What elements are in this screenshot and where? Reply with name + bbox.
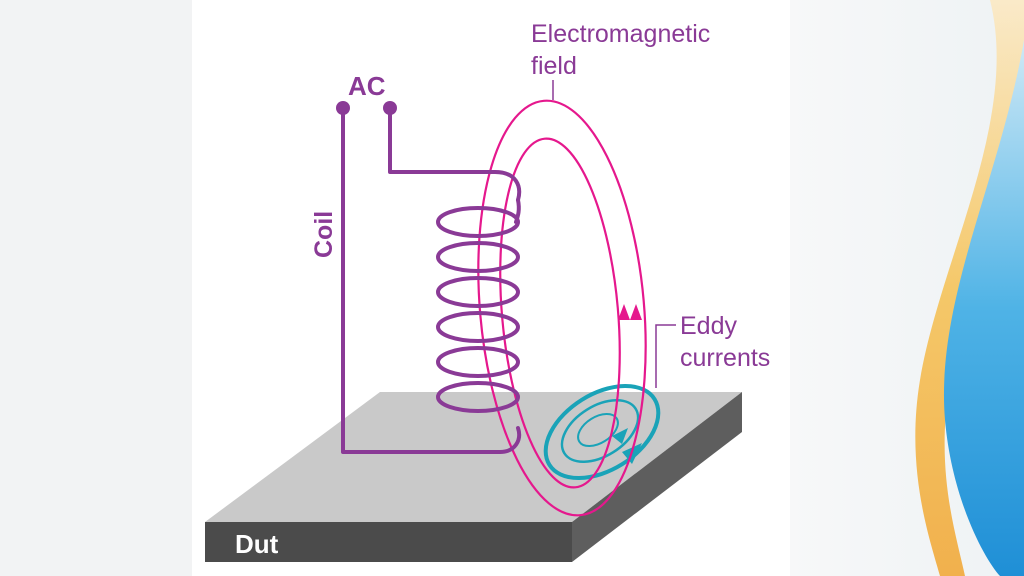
dut-plate-side (572, 392, 742, 562)
background-left (0, 0, 192, 576)
ac-terminal-right (383, 101, 397, 115)
eddy-label-line1: Eddy (680, 312, 737, 340)
coil-wire-left (341, 108, 521, 454)
field-loop-inner (499, 137, 621, 489)
eddy-label-line2: currents (680, 344, 770, 372)
field-arrow-1 (618, 304, 630, 320)
coil-winding-6 (436, 381, 520, 413)
coil-winding-4 (436, 311, 520, 343)
eddy-loop-middle (560, 399, 640, 463)
coil-connector-top (514, 198, 521, 224)
coil-winding-5 (436, 346, 520, 378)
eddy-loop-inner (577, 412, 619, 448)
field-label-line2: field (531, 52, 577, 80)
eddy-leader-line (655, 324, 676, 388)
coil-wire-right (388, 108, 522, 202)
dut-plate-front (205, 522, 572, 562)
eddy-arrow-middle (612, 428, 628, 444)
coil (341, 108, 522, 454)
field-arrow-2 (630, 304, 642, 320)
coil-label: Coil (310, 211, 338, 258)
dut-label: Dut (235, 529, 279, 559)
dut-plate-top (205, 392, 742, 522)
field-loop-outer (477, 99, 647, 517)
decorative-wave-blue (943, 40, 1024, 576)
field-label-line1: Electromagnetic (531, 20, 710, 48)
ac-terminal-left (336, 101, 350, 115)
coil-winding-2 (436, 241, 520, 273)
eddy-loop-outer (543, 383, 661, 481)
electromagnetic-field (477, 99, 647, 517)
ac-label: AC (348, 71, 386, 101)
coil-winding-3 (436, 276, 520, 308)
